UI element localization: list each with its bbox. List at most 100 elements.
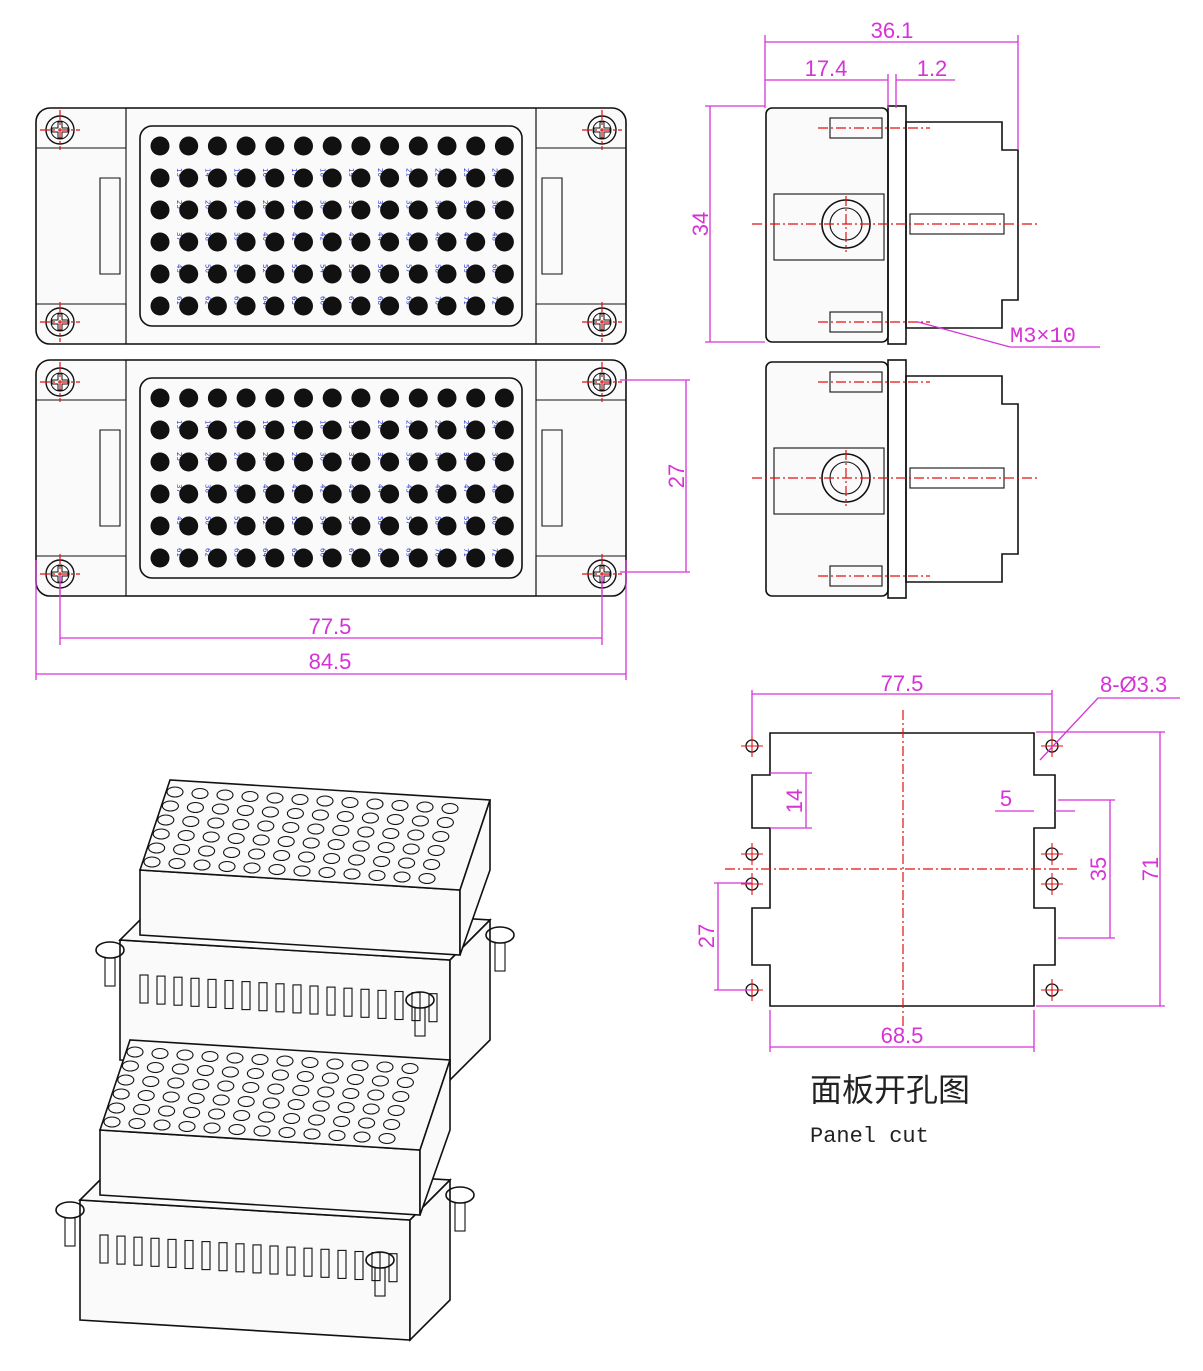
contact-pin <box>294 296 313 316</box>
iso-fin <box>354 1250 364 1281</box>
contact-pin <box>294 200 313 220</box>
flange <box>887 359 907 599</box>
contact-pin <box>207 296 227 316</box>
contact-pin <box>322 200 342 220</box>
contact-pin <box>265 296 285 316</box>
pin-number: 45 <box>405 232 413 241</box>
iso-fin <box>320 1248 330 1278</box>
contact-pin <box>437 296 457 316</box>
contact-pin <box>380 200 400 220</box>
contact-pin <box>150 452 170 472</box>
side-latch <box>99 429 563 527</box>
iso-pin <box>177 829 195 842</box>
pin-number: 35 <box>462 200 470 209</box>
pin-number: 53 <box>290 516 298 525</box>
pin-number: 14 <box>204 168 212 177</box>
pin-number: 55 <box>347 264 355 273</box>
contact-pin <box>408 136 428 156</box>
iso-pin <box>341 796 359 809</box>
iso-pin <box>303 1128 321 1140</box>
contact-pin <box>294 548 313 568</box>
pin-number: 72 <box>491 296 499 305</box>
contact-pin <box>494 168 514 188</box>
contact-pin <box>351 296 371 316</box>
contact-pin <box>408 168 428 188</box>
contact-pin <box>494 452 514 472</box>
iso-pin <box>126 1046 144 1058</box>
pin-number: 68 <box>376 548 384 557</box>
pin-number: 52 <box>261 516 269 525</box>
pin-number: 39 <box>232 484 240 493</box>
pin-number: 60 <box>491 264 499 273</box>
contact-pin <box>265 516 285 536</box>
pin-number: 33 <box>405 452 413 461</box>
iso-pin <box>441 802 459 815</box>
pin-number: 14 <box>204 420 212 429</box>
pin-number: 41 <box>290 484 298 493</box>
contact-pin <box>351 388 371 408</box>
iso-pin <box>212 1094 230 1106</box>
pin-number: 28 <box>261 200 269 209</box>
contact-pin <box>207 264 227 284</box>
iso-pin <box>333 1115 351 1128</box>
insert-profile <box>905 121 1019 329</box>
iso-pin <box>298 851 316 863</box>
contact-pin <box>408 484 428 504</box>
iso-pin <box>296 1070 314 1083</box>
pin-number: 17 <box>290 168 298 177</box>
iso-pin <box>182 815 200 828</box>
contact-pin <box>294 232 313 252</box>
side-view-dimensions <box>705 35 1100 348</box>
iso-pin <box>261 806 279 818</box>
pin-number: 39 <box>232 232 240 241</box>
pin-number: 46 <box>433 232 441 241</box>
isometric-connector-2 <box>55 1039 475 1342</box>
contact-pin <box>179 452 199 472</box>
contact-pin <box>265 484 285 504</box>
contact-pin <box>150 136 170 156</box>
iso-screw-shaft <box>374 1267 386 1297</box>
contact-pin <box>466 200 486 220</box>
pin-number: 71 <box>462 548 470 557</box>
iso-fin <box>133 1236 143 1266</box>
screw-inner <box>50 372 70 392</box>
contact-pin <box>179 136 199 156</box>
contact-pin <box>179 200 199 220</box>
contact-pin <box>351 168 371 188</box>
contact-pin <box>380 168 400 188</box>
iso-insert-side <box>419 1059 451 1216</box>
contact-pin <box>437 200 457 220</box>
iso-pin <box>391 799 409 812</box>
contact-pin <box>207 548 227 568</box>
iso-insert-top <box>138 779 492 891</box>
contact-pin <box>437 388 457 408</box>
contact-pin <box>179 388 199 408</box>
top-view-dimensions <box>35 379 690 680</box>
iso-pin <box>167 1077 185 1089</box>
dim-outer-height: 71 <box>1138 857 1163 881</box>
pin-number: 57 <box>405 516 413 525</box>
isometric-connector-1 <box>95 779 515 1082</box>
iso-pin <box>317 1086 335 1098</box>
contact-pin <box>150 420 170 440</box>
contact-pin <box>351 420 371 440</box>
mounting-hole <box>741 735 763 757</box>
mounting-hole <box>1041 979 1063 1001</box>
contact-pin <box>294 264 313 284</box>
contact-pin <box>466 452 486 472</box>
iso-pin <box>161 800 179 812</box>
contact-pin <box>322 136 342 156</box>
iso-pin <box>112 1088 130 1100</box>
iso-fin <box>224 979 234 1010</box>
pin-number: 46 <box>433 484 441 493</box>
iso-screw-shaft <box>64 1217 76 1247</box>
contact-pin <box>150 264 170 284</box>
iso-pin <box>151 1047 169 1060</box>
pin-number: 61 <box>175 296 183 305</box>
iso-pin <box>312 1100 330 1112</box>
mounting-hole <box>1041 843 1063 865</box>
pin-number: 61 <box>175 548 183 557</box>
iso-pin <box>248 848 266 860</box>
contact-pin <box>466 136 486 156</box>
iso-pin <box>311 809 329 821</box>
